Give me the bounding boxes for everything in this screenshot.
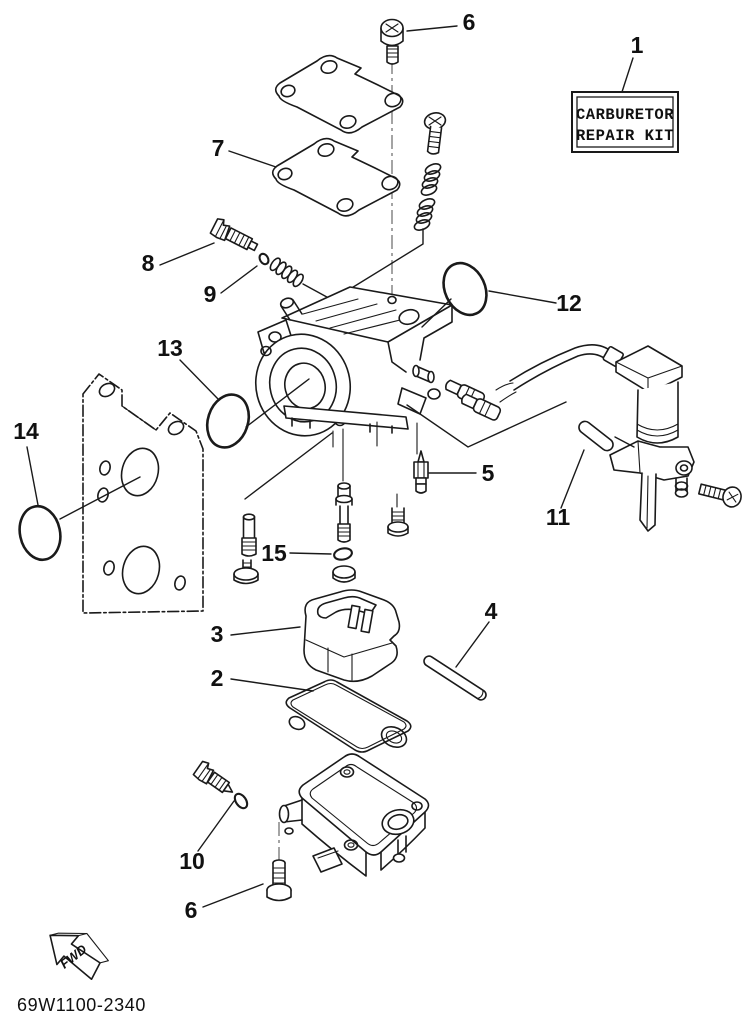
mounting-plate-phantom	[82, 373, 204, 614]
part-5-needle-valve	[413, 450, 429, 494]
solenoid-assembly	[445, 344, 742, 532]
part-6-bottom-screw	[266, 859, 292, 902]
carburetor-body	[244, 286, 567, 508]
part-label-5: 5	[482, 460, 495, 486]
drawing-number: 69W1100-2340	[17, 995, 146, 1015]
float-bowl	[278, 753, 430, 877]
part-14-oring	[18, 476, 141, 562]
fwd-arrow	[49, 932, 109, 981]
leader-lines	[26, 25, 634, 908]
spring-upper	[420, 163, 442, 196]
pilot-screw-spring	[269, 257, 337, 303]
part-10-drain-screw	[192, 760, 249, 810]
main-jet	[335, 482, 353, 543]
part-13-oring	[205, 378, 310, 449]
carburetor-repair-kit-label: CARBURETOR REPAIR KIT	[571, 91, 679, 153]
part-4-float-pin	[423, 655, 487, 701]
part-label-4: 4	[485, 598, 498, 624]
part-9-oring	[258, 252, 270, 266]
bracket-screw	[697, 483, 742, 508]
part-label-7: 7	[212, 135, 225, 161]
part-6-top-screw	[380, 18, 404, 65]
part-12-oring	[421, 261, 488, 328]
part-label-13: 13	[157, 335, 183, 361]
part-label-14: 14	[13, 418, 39, 444]
kit-label-line2: REPAIR KIT	[576, 127, 674, 145]
drain-plug-bolt	[387, 507, 409, 537]
part-number-labels: 6 1 7 8 9 12 13 14 5 11 15 3 4 2 10 6	[13, 9, 643, 923]
part-3-float	[303, 589, 401, 683]
part-label-8: 8	[142, 250, 155, 276]
pilot-jet-plug-screw	[233, 559, 259, 585]
wire-connectors	[445, 379, 517, 421]
part-label-11: 11	[546, 504, 571, 530]
part-label-1: 1	[631, 32, 644, 58]
part-label-2: 2	[211, 665, 224, 691]
part-label-10: 10	[179, 848, 205, 874]
pilot-jet	[241, 513, 257, 557]
part-label-6-top: 6	[463, 9, 476, 35]
kit-label-line1: CARBURETOR	[576, 106, 674, 124]
part-label-12: 12	[556, 290, 582, 316]
diaphragm-screw-and-springs	[349, 112, 447, 290]
float-valve-plug	[332, 565, 356, 583]
part-label-15: 15	[261, 540, 287, 566]
bracket	[609, 440, 695, 532]
part-15-oring	[333, 547, 353, 561]
spring-lower	[413, 198, 436, 231]
part-7-cover-plates	[271, 54, 404, 217]
part-label-9: 9	[204, 281, 217, 307]
part-11-seal	[578, 420, 635, 452]
part-label-6-bottom: 6	[185, 897, 198, 923]
part-8-pilot-screw	[209, 218, 259, 252]
part-label-3: 3	[211, 621, 224, 647]
part-2-bowl-gasket	[285, 679, 412, 753]
